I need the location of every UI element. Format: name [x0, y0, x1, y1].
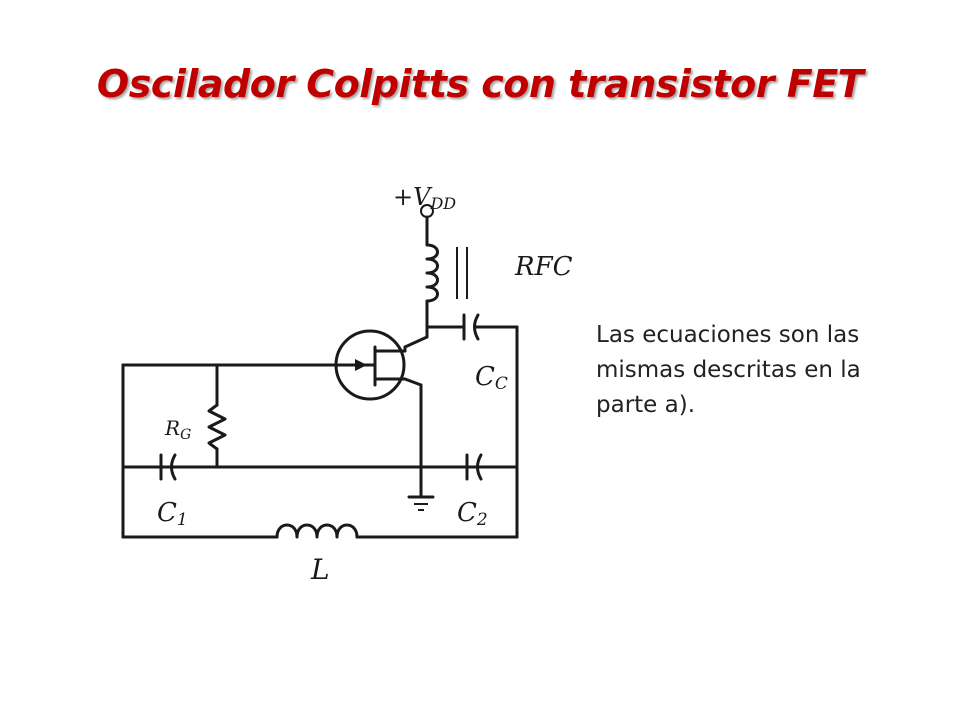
capacitor-c1 [159, 453, 177, 481]
ground-symbol [407, 465, 435, 511]
rfc-label: RFC [514, 252, 573, 282]
rg-label: RG [164, 416, 191, 443]
c1-label: C1 [157, 498, 188, 530]
colpitts-fet-schematic: +VDD RFC CC RG [121, 183, 573, 586]
capacitor-c2 [465, 453, 483, 481]
tank-inductor-l [121, 465, 519, 539]
vdd-terminal [420, 204, 434, 237]
equations-note: Las ecuaciones son las mismas descritas … [596, 322, 861, 418]
c2-label: C2 [457, 498, 488, 530]
vdd-label: +VDD [393, 183, 456, 213]
cc-label: CC [475, 362, 508, 394]
rfc-inductor [425, 233, 468, 329]
fet-transistor [323, 325, 429, 469]
coupling-capacitor-cc [425, 313, 519, 469]
l-label: L [310, 553, 330, 586]
slide-title: Oscilador Colpitts con transistor FET [96, 62, 864, 106]
gate-resistor-rg [207, 363, 227, 469]
